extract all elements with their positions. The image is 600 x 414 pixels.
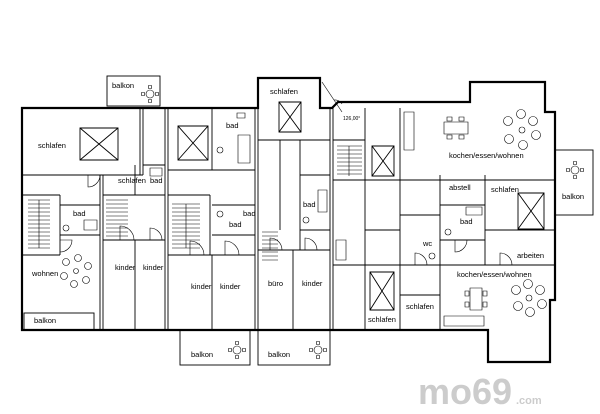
room-label-schlafen-right: schlafen bbox=[491, 185, 519, 194]
room-label-bad-unit-2: bad bbox=[150, 176, 163, 185]
room-label-balkon-bottom-left: balkon bbox=[34, 316, 56, 325]
room-label-kinder-unit-3-b: kinder bbox=[220, 282, 241, 291]
balcony-table-top-left bbox=[141, 85, 159, 103]
bed-right bbox=[517, 192, 545, 230]
balcony-bottom-middle-left bbox=[179, 329, 251, 366]
room-label-bad-unit-3-a: bad bbox=[243, 209, 256, 218]
dining-table-top bbox=[443, 116, 469, 140]
bed-unit-3 bbox=[177, 125, 209, 161]
room-label-kinder-unit-3-a: kinder bbox=[191, 282, 212, 291]
room-label-balkon-right: balkon bbox=[562, 192, 584, 201]
watermark-logo: mo69 .com bbox=[418, 371, 542, 412]
interior-walls bbox=[22, 108, 555, 330]
dining-table-bottom bbox=[464, 287, 488, 311]
staircase-unit-2 bbox=[106, 199, 128, 237]
exterior-walls bbox=[20, 76, 557, 364]
bathroom-fixtures bbox=[62, 112, 483, 261]
room-label-schlafen-unit-1: schlafen bbox=[38, 141, 66, 150]
staircase-unit-1 bbox=[28, 199, 50, 249]
room-label-buero: büro bbox=[268, 279, 283, 288]
room-label-wc: wc bbox=[422, 239, 432, 248]
staircase-unit-5 bbox=[337, 145, 362, 176]
room-label-balkon-bottom-middle-left: balkon bbox=[191, 350, 213, 359]
room-label-schlafen-unit-5-a: schlafen bbox=[406, 302, 434, 311]
room-label-bad-unit-5: bad bbox=[460, 217, 473, 226]
room-label-bad-unit-1: bad bbox=[73, 209, 86, 218]
room-label-balkon-top-left: balkon bbox=[112, 81, 134, 90]
balcony-bottom-left bbox=[23, 312, 95, 331]
bed-unit-1 bbox=[79, 127, 119, 161]
room-label-kinder-unit-2-b: kinder bbox=[143, 263, 164, 272]
bed-top-center bbox=[278, 101, 302, 133]
room-label-abstell: abstell bbox=[449, 183, 471, 192]
angle-dimension-label: 126,00° bbox=[343, 116, 360, 122]
lounge-seating-bottom bbox=[511, 279, 547, 317]
balcony-table-bottom-middle-right bbox=[309, 341, 327, 359]
room-label-balkon-bottom-middle-right: balkon bbox=[268, 350, 290, 359]
kitchen-counters bbox=[403, 111, 485, 327]
angle-dimension-line bbox=[321, 81, 343, 113]
door-swings bbox=[59, 174, 513, 266]
bed-bottom-center bbox=[369, 271, 395, 311]
watermark-logo-text: mo69 bbox=[418, 371, 512, 412]
lounge-seating-unit-1 bbox=[60, 254, 92, 288]
angle-dimension-arc bbox=[333, 99, 343, 105]
lounge-seating-top bbox=[503, 109, 541, 150]
room-label-bad-unit-3-top: bad bbox=[226, 121, 239, 130]
balcony-table-bottom-middle-left bbox=[228, 341, 246, 359]
room-label-schlafen-top-center: schlafen bbox=[270, 87, 298, 96]
room-label-kinder-unit-4: kinder bbox=[302, 279, 323, 288]
room-label-arbeiten: arbeiten bbox=[517, 251, 544, 260]
room-label-schlafen-unit-2: schlafen bbox=[118, 176, 146, 185]
balcony-top-left bbox=[106, 75, 161, 107]
room-label-bad-unit-4: bad bbox=[303, 200, 316, 209]
staircase-unit-3 bbox=[172, 203, 200, 249]
room-label-kochen-essen-wohnen-top: kochen/essen/wohnen bbox=[449, 151, 524, 160]
balcony-table-right bbox=[566, 161, 584, 179]
watermark-logo-suffix: .com bbox=[516, 395, 542, 407]
room-label-schlafen-unit-5-b: schlafen bbox=[368, 315, 396, 324]
balcony-bottom-middle-right bbox=[257, 329, 331, 366]
room-label-kinder-unit-2-a: kinder bbox=[115, 263, 136, 272]
elevator-shaft bbox=[371, 145, 395, 177]
room-label-kochen-essen-wohnen-bottom: kochen/essen/wohnen bbox=[457, 270, 532, 279]
room-label-wohnen: wohnen bbox=[31, 269, 58, 278]
balcony-right bbox=[554, 149, 594, 216]
room-label-bad-unit-3-b: bad bbox=[229, 220, 242, 229]
